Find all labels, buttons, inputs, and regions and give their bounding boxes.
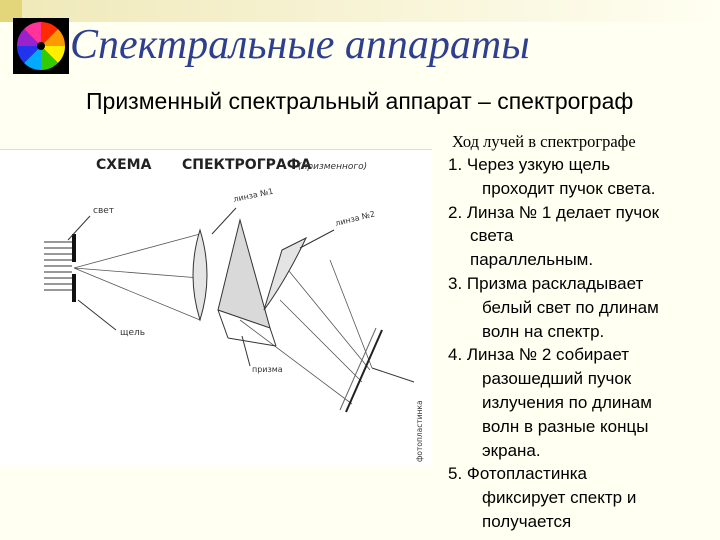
step-line: волн на спектр. bbox=[482, 321, 605, 341]
step-line: 5. Фотопластинка bbox=[448, 464, 587, 484]
lens-1 bbox=[192, 228, 208, 322]
step-item: 2. Линза № 1 делает пучок света параллел… bbox=[448, 201, 720, 272]
label-light: свет bbox=[93, 206, 114, 216]
photo-plate bbox=[339, 327, 383, 413]
steps-heading: Ход лучей в спектрографе bbox=[452, 132, 636, 151]
step-line: белый свет по длинам bbox=[482, 297, 659, 317]
step-line: экрана. bbox=[482, 440, 541, 460]
step-line: параллельным. bbox=[470, 250, 594, 270]
scheme-title-word2: СПЕКТРОГРАФА bbox=[182, 157, 312, 173]
steps-list: 1. Через узкую щель проходит пучок света… bbox=[448, 153, 720, 534]
label-lens-2: линза №2 bbox=[334, 209, 376, 228]
step-item: 4. Линза № 2 собирает разошедший пучок и… bbox=[448, 343, 720, 462]
step-line: фиксирует спектр и bbox=[482, 488, 637, 508]
scheme-title-word1: СХЕМА bbox=[96, 157, 152, 173]
label-prism: призма bbox=[252, 365, 283, 374]
slide-subtitle: Призменный спектральный аппарат – спектр… bbox=[86, 88, 634, 114]
step-item: 3. Призма раскладывает белый свет по дли… bbox=[448, 272, 720, 343]
label-slit: щель bbox=[120, 328, 145, 338]
ray-paths bbox=[73, 233, 373, 405]
slide-title: Спектральные аппараты bbox=[70, 22, 530, 68]
prism bbox=[217, 218, 277, 347]
step-line: света bbox=[470, 226, 514, 246]
spectrograph-scheme: СХЕМА СПЕКТРОГРАФА (призменного) свет ще… bbox=[0, 149, 432, 465]
step-line: излучения по длинам bbox=[482, 392, 652, 412]
corner-decor-block bbox=[0, 0, 22, 22]
label-photo-plate: фотопластинка bbox=[415, 400, 424, 462]
incoming-light-rays bbox=[44, 241, 72, 291]
label-lens-1: линза №1 bbox=[233, 187, 275, 204]
step-line: 4. Линза № 2 собирает bbox=[448, 345, 630, 365]
step-line: проходит пучок света. bbox=[482, 178, 656, 198]
lens-2 bbox=[263, 236, 308, 311]
step-line: получается bbox=[482, 511, 572, 531]
step-line: 3. Призма раскладывает bbox=[448, 273, 644, 293]
step-item: 5. Фотопластинка фиксирует спектр и полу… bbox=[448, 462, 720, 533]
top-decor-bar bbox=[0, 0, 720, 22]
step-line: 2. Линза № 1 делает пучок bbox=[448, 202, 660, 222]
step-line: разошедший пучок bbox=[482, 369, 632, 389]
step-line: 1. Через узкую щель bbox=[448, 155, 611, 174]
scheme-title-note: (призменного) bbox=[298, 162, 367, 172]
step-item: 1. Через узкую щель проходит пучок света… bbox=[448, 153, 720, 201]
step-line: волн в разные концы bbox=[482, 416, 649, 436]
color-wheel-icon bbox=[13, 18, 69, 74]
